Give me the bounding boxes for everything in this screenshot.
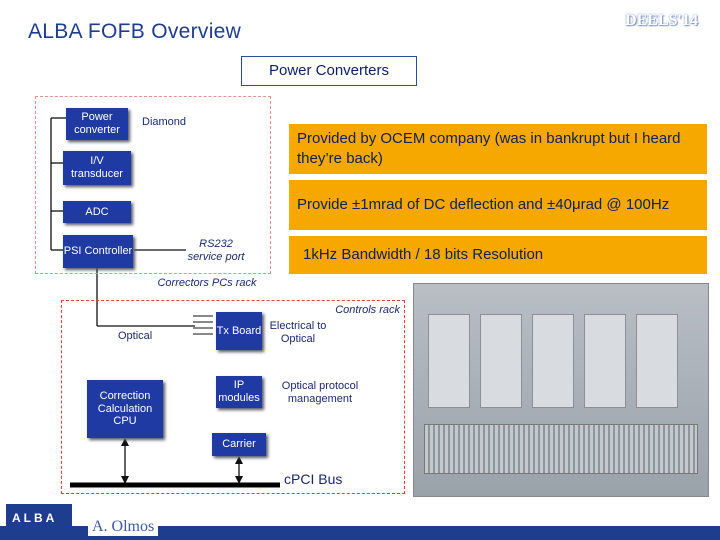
correction-cpu-block: Correction Calculation CPU bbox=[87, 380, 163, 438]
optical-protocol-label: Optical protocol management bbox=[281, 380, 359, 406]
tx-board-block: Tx Board bbox=[216, 312, 262, 350]
power-converter-block: Power converter bbox=[66, 108, 128, 140]
cpci-bus-label: cPCI Bus bbox=[284, 471, 343, 487]
crate-slot bbox=[584, 314, 626, 408]
correctors-rack-label: Correctors PCs rack bbox=[157, 277, 257, 289]
controls-rack-label: Controls rack bbox=[335, 304, 400, 316]
adc-block: ADC bbox=[63, 201, 131, 223]
page-title: ALBA FOFB Overview bbox=[28, 20, 242, 43]
alba-logo-text: ALBA bbox=[12, 511, 58, 525]
electrical-to-optical-label: Electrical to Optical bbox=[269, 320, 327, 346]
ip-modules-block: IP modules bbox=[216, 376, 262, 408]
diamond-label: Diamond bbox=[142, 116, 187, 128]
crate-slot bbox=[428, 314, 470, 408]
crate-slot bbox=[480, 314, 522, 408]
crate-fan-grille bbox=[424, 424, 698, 474]
power-converters-heading: Power Converters bbox=[241, 56, 417, 86]
author-label: A. Olmos bbox=[88, 518, 159, 536]
conference-label: DEELS'14 bbox=[625, 12, 698, 29]
crate-slot bbox=[532, 314, 574, 408]
psi-controller-block: PSI Controller bbox=[63, 235, 133, 268]
controls-rack-area bbox=[61, 300, 405, 494]
rs232-label: RS232 service port bbox=[187, 238, 245, 264]
footer-bar bbox=[0, 526, 720, 540]
optical-label: Optical bbox=[118, 330, 153, 342]
deflection-note: Provide ±1mrad of DC deflection and ±40μ… bbox=[289, 180, 707, 230]
carrier-block: Carrier bbox=[212, 433, 266, 456]
power-converter-area bbox=[35, 96, 271, 274]
crate-slot bbox=[636, 314, 678, 408]
ocem-note: Provided by OCEM company (was in bankrup… bbox=[289, 124, 707, 174]
bandwidth-note: 1kHz Bandwidth / 18 bits Resolution bbox=[289, 236, 707, 274]
crate-photo bbox=[413, 283, 709, 497]
alba-logo: ALBA bbox=[6, 504, 72, 530]
iv-transducer-block: I/V transducer bbox=[63, 151, 131, 185]
